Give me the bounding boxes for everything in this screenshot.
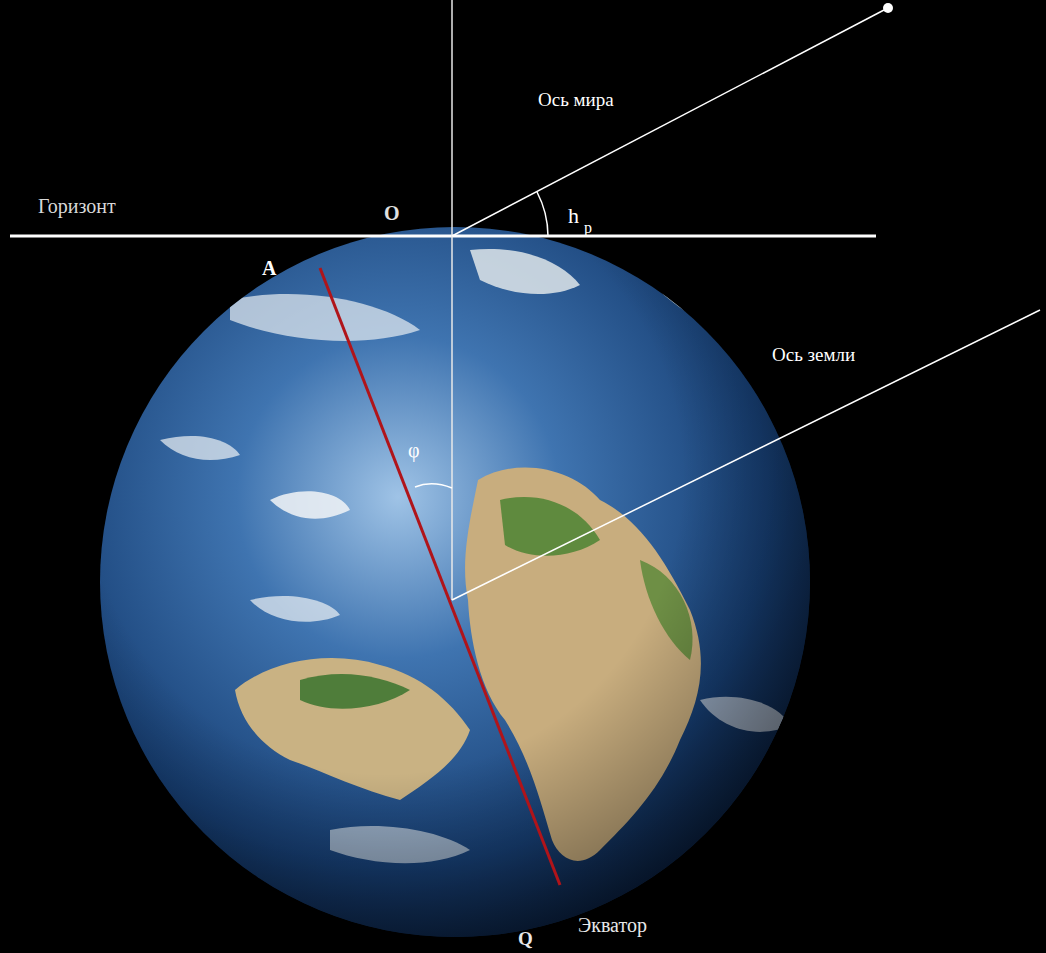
world-axis [452,10,884,236]
equator-label: Экватор [578,915,647,935]
axis-label: Ось мира [538,90,614,109]
horizon-label: Горизонт [38,196,116,216]
axis-label: Ось земли [772,345,855,364]
point-label: O [384,203,400,223]
horizon-line [10,235,876,238]
equator-plane [320,268,560,885]
earth-axis [452,310,1040,600]
polar-star [883,3,893,13]
zenith-line [451,0,453,600]
angle-label: h [568,205,579,227]
point-label: Q [518,929,533,948]
angle-subscript: p [584,220,592,236]
angle-arc [537,192,548,236]
point-label: A [262,258,276,278]
earth-globe [100,227,810,937]
angle-arc [415,484,452,488]
angle-label: φ [408,440,420,460]
